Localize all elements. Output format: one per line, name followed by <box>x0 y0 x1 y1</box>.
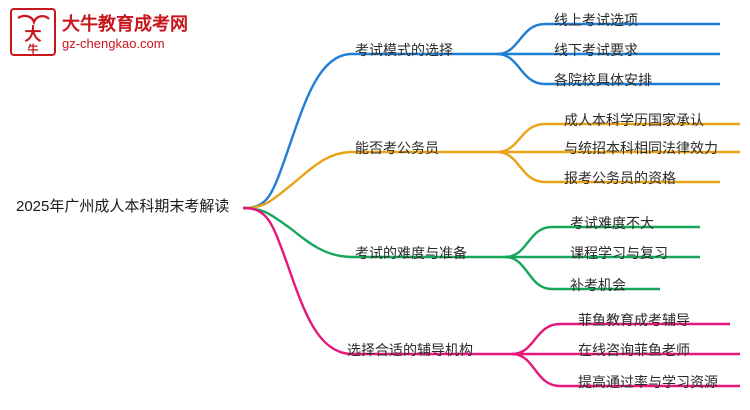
svg-text:大: 大 <box>25 24 42 44</box>
connector-root-to-branch-4 <box>242 206 351 356</box>
branch-label-3[interactable]: 考试的难度与准备 <box>355 245 467 261</box>
connector-root-to-branch-3 <box>242 206 351 259</box>
leaf-label-3-1[interactable]: 考试难度不大 <box>570 215 654 231</box>
logo-title: 大牛教育成考网 <box>62 14 188 34</box>
leaf-label-2-2[interactable]: 与统招本科相同法律效力 <box>564 140 718 156</box>
branch-label-2[interactable]: 能否考公务员 <box>355 140 439 156</box>
leaf-label-4-2[interactable]: 在线咨询菲鱼老师 <box>578 342 690 358</box>
branch-label-1[interactable]: 考试模式的选择 <box>355 42 453 58</box>
logo-subtitle: gz-chengkao.com <box>62 36 165 51</box>
leaf-label-4-3[interactable]: 提高通过率与学习资源 <box>578 374 718 390</box>
connector-root-to-branch-1 <box>242 52 351 210</box>
leaf-label-4-1[interactable]: 菲鱼教育成考辅导 <box>578 312 690 328</box>
leaf-label-3-3[interactable]: 补考机会 <box>570 277 626 293</box>
leaf-label-3-2[interactable]: 课程学习与复习 <box>570 245 668 261</box>
leaf-label-1-1[interactable]: 线上考试选项 <box>554 12 638 28</box>
branch-label-4[interactable]: 选择合适的辅导机构 <box>347 342 473 358</box>
connector-branch-4-child-3 <box>511 352 740 388</box>
leaf-label-2-3[interactable]: 报考公务员的资格 <box>564 170 676 186</box>
leaf-label-1-2[interactable]: 线下考试要求 <box>554 42 638 58</box>
svg-text:牛: 牛 <box>28 42 39 56</box>
leaf-label-1-3[interactable]: 各院校具体安排 <box>554 72 652 88</box>
connector-branch-2-child-3 <box>496 150 720 184</box>
site-logo[interactable]: 大 牛 大牛教育成考网 gz-chengkao.com <box>10 8 200 60</box>
mindmap-root-label[interactable]: 2025年广州成人本科期末考解读 <box>16 198 230 215</box>
bull-logo-icon: 大 牛 <box>10 8 56 56</box>
connector-branch-1-child-3 <box>496 52 720 86</box>
leaf-label-2-1[interactable]: 成人本科学历国家承认 <box>564 112 704 128</box>
connector-root-to-branch-2 <box>242 150 351 210</box>
connector-branch-3-child-3 <box>504 255 660 291</box>
